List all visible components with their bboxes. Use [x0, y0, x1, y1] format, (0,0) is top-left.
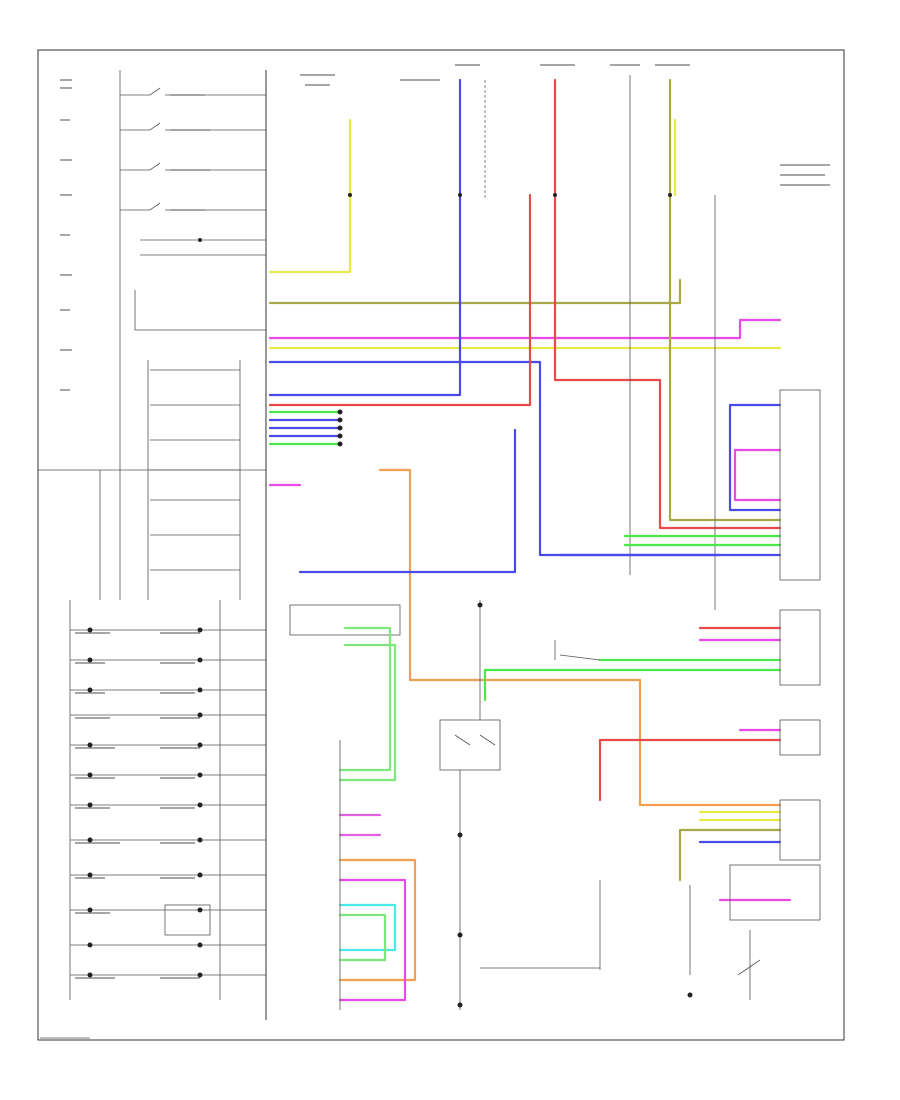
wire-blue-lower: [298, 428, 517, 574]
right-harness: [483, 389, 821, 921]
wire-blue-b: [268, 78, 462, 397]
wire-olive-bus: [268, 278, 682, 305]
wire-olive-feed: [668, 78, 782, 522]
wire-yellow-top: [268, 118, 352, 274]
wire-red-a: [268, 193, 532, 407]
combination-meter-block: [38, 70, 267, 1039]
top-feeds: [484, 75, 782, 610]
wire-blue-a: [268, 360, 722, 557]
junctions: [87, 193, 693, 1008]
wire-pink-bus: [268, 318, 782, 340]
lower-middle: [289, 600, 761, 1010]
connector-label-marks: [60, 64, 830, 979]
indicator-rows: [70, 629, 266, 976]
wire-red-main: [553, 78, 782, 530]
bus-lines: [268, 78, 782, 807]
diagram-frame: [37, 49, 845, 1041]
wire-orange-main: [378, 468, 782, 807]
